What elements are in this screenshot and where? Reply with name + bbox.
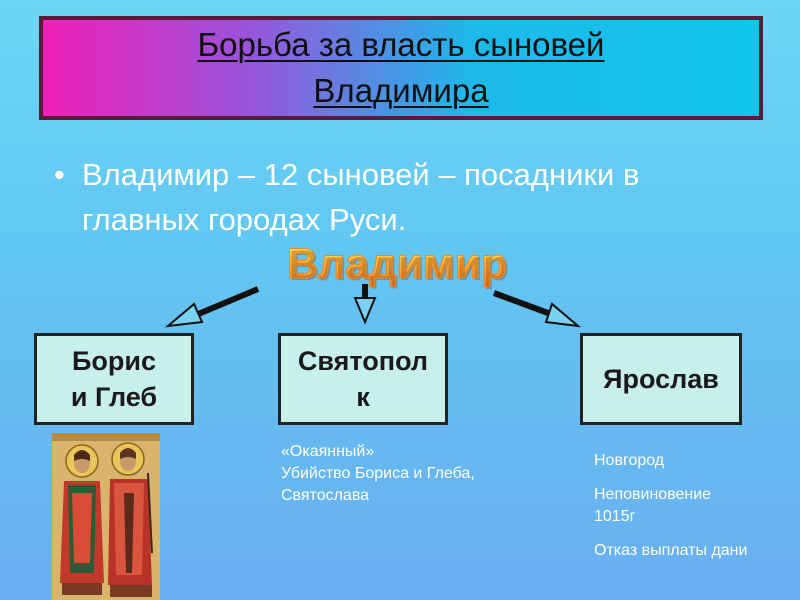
title-line-2: Владимира <box>313 72 489 109</box>
node-svyatopolk: Святопол к <box>278 333 448 425</box>
note-yar-1: Новгород <box>594 452 665 469</box>
bullet-marker: • <box>54 157 65 192</box>
node-svyat-line1: Святопол <box>297 346 429 376</box>
node-yaroslav: Ярослав <box>580 333 742 425</box>
note-yar-3: Отказ выплаты дани <box>594 542 748 559</box>
note-svyat-1: «Окаянный» <box>281 443 375 460</box>
title-box: Борьба за власть сыновей Владимира <box>39 16 763 120</box>
root-vladimir: Владимир <box>262 240 532 289</box>
bullet-text: Владимир – 12 сыновей – посадники в глав… <box>82 157 640 237</box>
arrow-to-boris <box>164 286 260 328</box>
arrow-to-yaroslav <box>492 290 582 328</box>
note-svyat-2: Убийство Бориса и Глеба, <box>281 465 475 482</box>
icon-saints-boris-and-gleb <box>52 433 160 600</box>
node-yar-line1: Ярослав <box>603 364 719 394</box>
arrow-to-svyatopolk <box>353 284 377 325</box>
title-line-1: Борьба за власть сыновей <box>197 26 605 63</box>
bullet-point: • Владимир – 12 сыновей – посадники в гл… <box>54 152 754 242</box>
icon-saints-image <box>52 433 160 600</box>
node-svyat-line2: к <box>356 382 370 412</box>
note-svyat-3: Святослава <box>281 487 370 504</box>
node-boris-gleb: Борис и Глеб <box>34 333 194 425</box>
node-boris-line2: и Глеб <box>70 382 158 412</box>
note-svyatopolk: «Окаянный» Убийство Бориса и Глеба, Свят… <box>281 441 541 507</box>
node-boris-line1: Борис <box>71 346 156 376</box>
note-yaroslav: Новгород Неповиновение 1015г Отказ выпла… <box>594 450 794 574</box>
note-yar-2: Неповиновение 1015г <box>594 486 712 525</box>
